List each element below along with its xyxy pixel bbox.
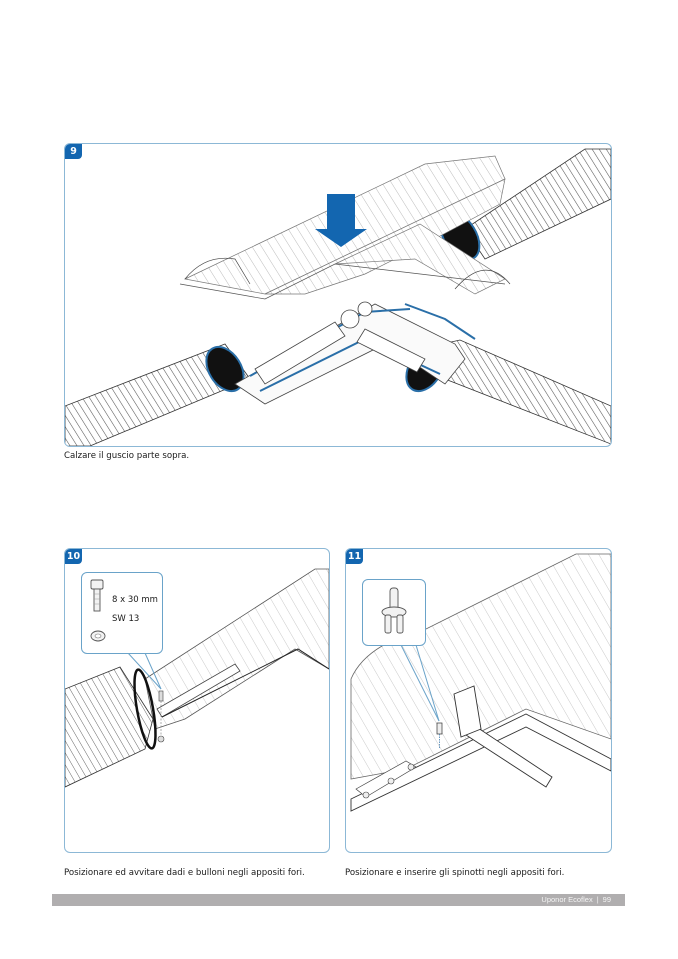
bolt-icon [158, 690, 164, 702]
footer-separator: | [596, 895, 599, 904]
footer-bar: Uponor Ecoflex|99 [52, 894, 625, 906]
footer-brand: Uponor Ecoflex [541, 895, 593, 904]
step-11-illustration [350, 553, 611, 812]
bolt-size-label: 8 x 30 mm [112, 595, 158, 605]
step-number-badge: 10 [65, 549, 82, 564]
step-number-badge: 11 [346, 549, 363, 564]
bolt-spec-callout: 8 x 30 mm SW 13 [81, 572, 163, 654]
flange-plate [156, 663, 241, 718]
nut-icon [157, 735, 165, 743]
hammer-icon [453, 685, 553, 788]
corrugated-pipe [65, 666, 154, 788]
nut-icon [90, 630, 106, 642]
bolt-icon [90, 579, 104, 612]
dowel-pin-callout [362, 579, 426, 646]
corrugated-pipe-left [65, 343, 251, 446]
step-11-panel: 11 [345, 548, 612, 853]
arrow-down-icon [315, 194, 367, 247]
step-11-caption: Posizionare e inserire gli spinotti negl… [345, 868, 565, 878]
step-9-panel: 9 [64, 143, 612, 447]
flange-strip [350, 713, 611, 812]
corrugated-pipe-right-upper [464, 148, 611, 260]
step-10-illustration [65, 568, 329, 788]
dowel-pin-icon [381, 587, 407, 634]
page-number: 99 [602, 895, 611, 904]
service-pipes [254, 301, 426, 385]
gasket [133, 668, 157, 750]
step-10-caption: Posizionare ed avvitare dadi e bulloni n… [64, 868, 305, 878]
gasket-left [205, 345, 245, 393]
step-number-badge: 9 [65, 144, 82, 159]
wrench-size-label: SW 13 [112, 614, 140, 624]
dowel-pin-icon [436, 722, 443, 735]
step-9-illustration [65, 148, 611, 446]
footer-text: Uponor Ecoflex|99 [541, 894, 611, 906]
step-10-panel: 10 [64, 548, 330, 853]
step-9-caption: Calzare il guscio parte sopra. [64, 451, 190, 461]
